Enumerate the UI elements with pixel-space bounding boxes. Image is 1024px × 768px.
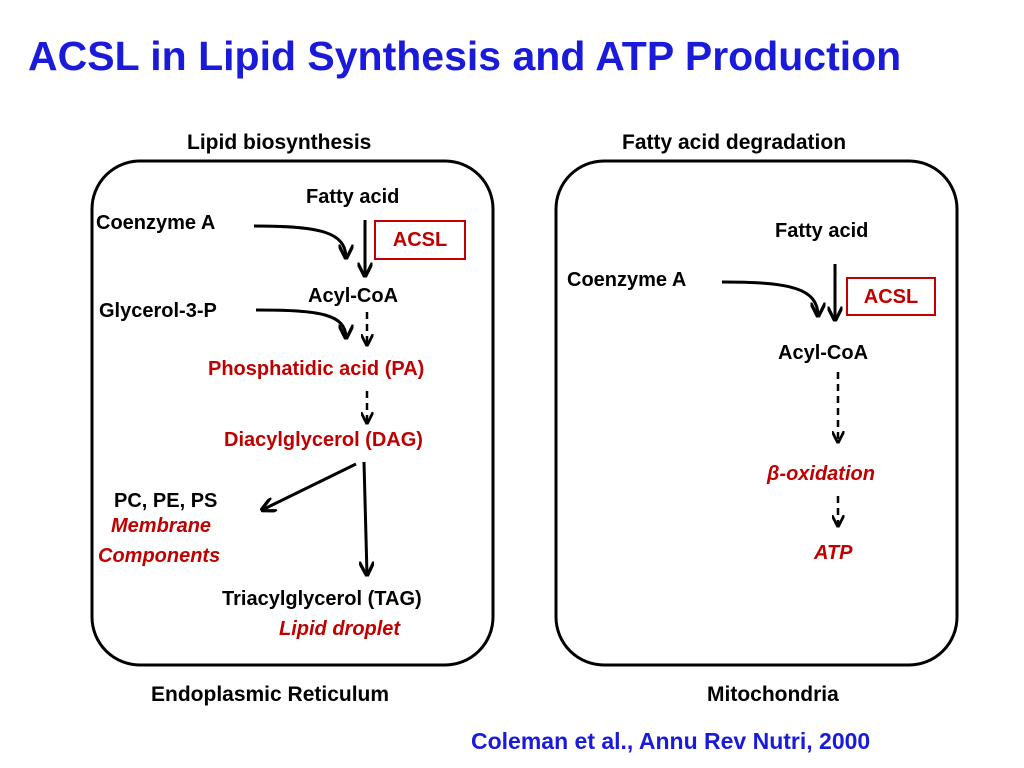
arrow-coa-merge-mito — [721, 280, 818, 316]
header-lipid-biosynthesis: Lipid biosynthesis — [187, 131, 372, 154]
arrow-dag-to-phospholipids — [262, 462, 357, 510]
label-beta-oxidation: β-oxidation — [767, 463, 875, 485]
label-atp: ATP — [814, 542, 853, 564]
acsl-enzyme-box-mito: ACSL — [846, 277, 936, 316]
header-fatty-acid-degradation: Fatty acid degradation — [622, 131, 847, 154]
label-pc-pe-ps: PC, PE, PS — [114, 490, 218, 512]
footer-er: Endoplasmic Reticulum — [151, 683, 390, 706]
label-diacylglycerol: Diacylglycerol (DAG) — [224, 429, 423, 451]
label-lipid-droplet: Lipid droplet — [279, 618, 401, 640]
label-membrane: Membrane — [111, 515, 212, 537]
arrow-dag-to-tag — [364, 461, 367, 575]
label-fatty-acid-mito: Fatty acid — [775, 220, 869, 242]
arrow-coa-merge — [253, 224, 346, 258]
er-compartment — [90, 159, 495, 667]
label-acyl-coa-mito: Acyl-CoA — [778, 342, 869, 364]
label-coenzyme-a-mito: Coenzyme A — [567, 269, 687, 291]
label-triacylglycerol: Triacylglycerol (TAG) — [222, 588, 422, 610]
mito-compartment — [554, 159, 959, 667]
label-acyl-coa: Acyl-CoA — [308, 285, 399, 307]
label-components: Components — [98, 545, 221, 567]
citation: Coleman et al., Annu Rev Nutri, 2000 — [471, 728, 871, 754]
label-glycerol-3-p: Glycerol-3-P — [99, 300, 217, 322]
label-phosphatidic-acid: Phosphatidic acid (PA) — [208, 358, 425, 380]
label-fatty-acid: Fatty acid — [306, 186, 400, 208]
label-coenzyme-a: Coenzyme A — [96, 212, 216, 234]
slide-title: ACSL in Lipid Synthesis and ATP Producti… — [28, 33, 902, 79]
acsl-enzyme-box: ACSL — [374, 220, 466, 260]
arrow-glycerol-merge — [255, 308, 346, 338]
footer-mitochondria: Mitochondria — [707, 683, 839, 706]
